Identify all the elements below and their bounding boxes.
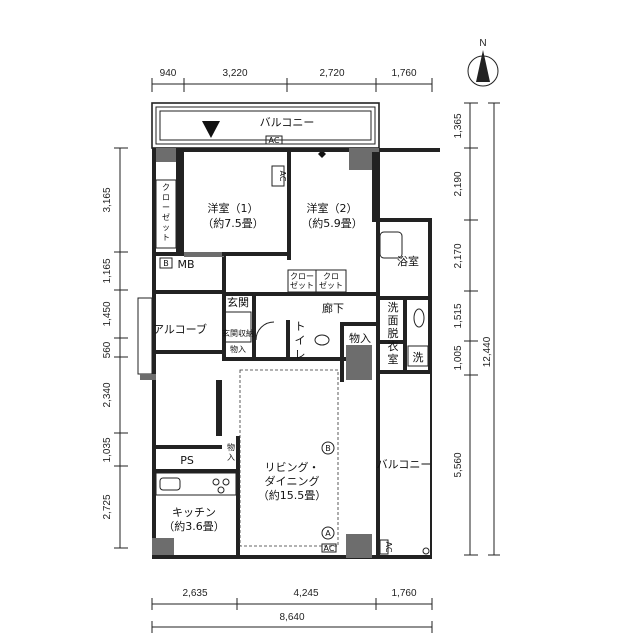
ac-marker-western1: AC (278, 171, 287, 182)
left-dim-2: 1,165 (102, 258, 113, 283)
closet-left-c5: ッ (162, 223, 170, 232)
toilet-icon (314, 334, 330, 346)
left-dim-4: 560 (102, 341, 113, 358)
drain-marker-icon (202, 121, 220, 138)
storage3-label-1: 物 (227, 442, 235, 452)
north-label: N (479, 38, 486, 49)
mb-b-marker: B (163, 259, 169, 268)
ac-marker-living: AC (324, 544, 335, 553)
corridor-label: 廊下 (322, 301, 344, 315)
western-room-1: 洋室（1） （約7.5畳） AC (202, 165, 287, 230)
top-dimension-line: 940 3,220 2,720 1,760 (151, 68, 433, 92)
interior-walls (156, 148, 432, 558)
exterior-walls (137, 148, 440, 559)
right-dim-4: 1,515 (453, 303, 464, 328)
left-dim-3: 1,450 (102, 301, 113, 326)
right-dim-6: 5,560 (453, 452, 464, 477)
bottom-dim-2: 4,245 (293, 588, 318, 599)
toilet-char-3: レ (295, 348, 306, 361)
storage1-label: 物入 (230, 344, 246, 354)
north-compass: N (467, 38, 499, 87)
living-name-2: ダイニング (265, 474, 320, 488)
left-dimension-line: 3,165 1,165 1,450 560 2,340 1,035 2,725 (102, 147, 128, 549)
top-dim-4: 1,760 (391, 68, 416, 79)
right-dim-total: 12,440 (482, 336, 493, 367)
north-arrow-icon (476, 50, 490, 82)
closet-left-c1: ク (162, 183, 170, 192)
bottom-dim-1: 2,635 (182, 588, 207, 599)
top-dim-2: 3,220 (222, 68, 247, 79)
right-dimension-line: 1,365 2,190 2,170 1,515 1,005 5,560 12,4… (453, 102, 500, 556)
kitchen-name: キッチン (172, 506, 216, 519)
balcony-right-label: バルコニー (377, 458, 432, 471)
wash-label-2: 面 (388, 314, 399, 327)
closet-left-c2: ロ (162, 193, 170, 202)
bath-label: 浴室 (397, 254, 419, 268)
toilet-room: ト イ レ 物入 (295, 320, 372, 361)
kitchen-size: （約3.6畳） (163, 519, 225, 533)
stove-burner-icon (212, 478, 220, 486)
right-dim-2: 2,190 (453, 171, 464, 196)
top-dim-1: 940 (160, 68, 177, 79)
wash-label-5: 室 (388, 352, 399, 366)
bottom-dim-total: 8,640 (279, 612, 304, 623)
balcony-top-label: バルコニー (260, 116, 315, 129)
closet-left-c6: ト (162, 233, 170, 242)
living-dining: B リビング・ ダイニング （約15.5畳） A AC 物 入 (227, 369, 339, 553)
living-size: （約15.5畳） (258, 488, 327, 502)
laundry-label: 洗 (413, 351, 424, 364)
mb-label: MB (177, 258, 194, 271)
ac-outdoor-top: AC (269, 136, 280, 145)
alcove-label: アルコーブ (153, 322, 207, 336)
closet-mid-1b: ゼット (290, 280, 314, 290)
bath-room: 浴室 (379, 231, 419, 268)
living-name-1: リビング・ (265, 460, 320, 474)
closet-mid-2a: クロ (323, 272, 339, 281)
storage2-label: 物入 (349, 331, 371, 345)
shoe-storage-label: 玄関収納 (222, 328, 254, 338)
mb-room: B MB (159, 257, 195, 271)
ps-label: PS (180, 454, 194, 467)
closet-mid-2b: ゼット (319, 280, 343, 290)
closets-middle: クロー ゼット クロ ゼット (287, 269, 347, 293)
kitchen-sink-icon (159, 477, 181, 491)
closet-left: ク ロ ー ゼ ッ ト (155, 179, 177, 249)
left-dim-5: 2,340 (102, 382, 113, 407)
wash-label-3: 脱 (388, 326, 399, 340)
entrance-area: 玄関 玄関収納 物入 廊下 洗 面 脱 衣 室 洗 (222, 295, 429, 367)
genkan-label: 玄関 (227, 295, 249, 309)
marker-b: B (325, 444, 331, 453)
sink-icon (413, 308, 425, 328)
bottom-dim-3: 1,760 (391, 588, 416, 599)
left-dim-7: 2,725 (102, 494, 113, 519)
left-dim-6: 1,035 (102, 437, 113, 462)
western2-name: 洋室（2） (307, 201, 358, 215)
ac-marker-right: AC (384, 542, 393, 553)
western1-name: 洋室（1） (208, 201, 259, 215)
western2-size: （約5.9畳） (301, 216, 363, 230)
left-dim-1: 3,165 (102, 187, 113, 212)
western1-size: （約7.5畳） (202, 216, 264, 230)
closet-left-c3: ー (162, 203, 170, 212)
right-dim-5: 1,005 (453, 345, 464, 370)
right-dim-1: 1,365 (453, 113, 464, 138)
right-balcony: バルコニー AC (377, 458, 432, 555)
wash-label-4: 衣 (388, 339, 399, 353)
right-dim-3: 2,170 (453, 243, 464, 268)
marker-a: A (325, 529, 331, 538)
wash-label-1: 洗 (388, 301, 399, 314)
balcony-drain-icon (422, 547, 430, 555)
toilet-char-1: ト (295, 320, 306, 333)
alcove-area: アルコーブ (153, 322, 207, 336)
storage3-label-2: 入 (227, 453, 235, 462)
toilet-char-2: イ (295, 334, 306, 347)
top-dim-3: 2,720 (319, 68, 344, 79)
kitchen-area: PS キッチン （約3.6畳） (155, 454, 237, 533)
closet-mid-1a: クロー (290, 272, 314, 281)
bathtub-icon (379, 231, 403, 259)
western-room-2: 洋室（2） （約5.9畳） (301, 201, 363, 230)
closet-left-c4: ゼ (162, 212, 170, 222)
bottom-dimension-line: 2,635 4,245 1,760 8,640 (151, 588, 433, 633)
